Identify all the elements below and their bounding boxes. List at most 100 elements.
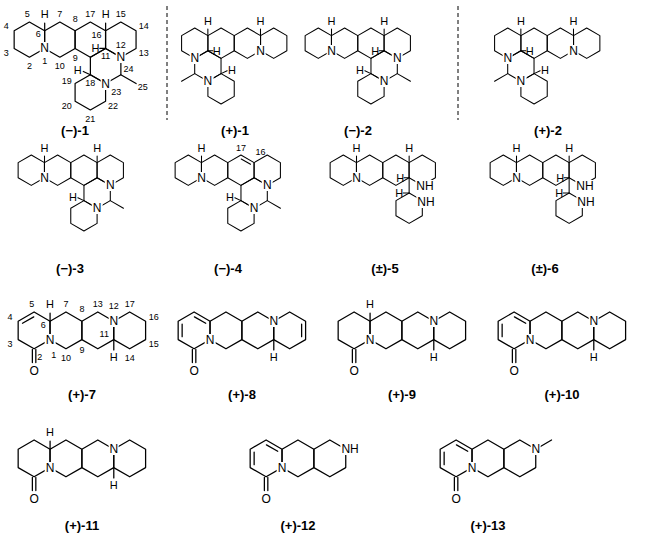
structure-5 bbox=[330, 155, 435, 223]
atom-label: O bbox=[260, 493, 271, 505]
hydrogen-label: H bbox=[69, 191, 77, 202]
atom-label: N bbox=[326, 45, 337, 57]
compound-label: (+)-8 bbox=[228, 388, 256, 401]
atom-label: O bbox=[348, 365, 359, 377]
atom-label: N bbox=[203, 75, 214, 87]
hydrogen-label: H bbox=[41, 143, 49, 154]
hydrogen-label: H bbox=[541, 64, 549, 75]
hydrogen-label: H bbox=[517, 16, 525, 27]
hydrogen-label: H bbox=[93, 143, 101, 154]
atom-label: N bbox=[428, 315, 439, 327]
hydrogen-label: H bbox=[46, 426, 54, 437]
locant-number: 21 bbox=[85, 114, 95, 123]
atom-label: N bbox=[392, 52, 403, 64]
hydrogen-label: H bbox=[102, 9, 110, 20]
hydrogen-label: H bbox=[228, 64, 236, 75]
compound-label: (+)-11 bbox=[65, 519, 99, 532]
atom-label: N bbox=[39, 42, 50, 54]
hydrogen-label: H bbox=[198, 143, 206, 154]
atom-label: O bbox=[28, 365, 39, 377]
compound-label: (±)-5 bbox=[371, 262, 398, 275]
locant-number: 1 bbox=[51, 350, 56, 359]
atom-label: N bbox=[45, 462, 56, 474]
atom-label: N bbox=[255, 45, 266, 57]
structure-11 bbox=[18, 440, 145, 491]
compound-label: (+)-7 bbox=[68, 388, 96, 401]
hydrogen-label: H bbox=[46, 298, 54, 309]
atom-label: N bbox=[189, 52, 200, 64]
locant-number: 11 bbox=[101, 52, 110, 61]
locant-number: 7 bbox=[57, 10, 62, 19]
hydrogen-label: H bbox=[526, 45, 534, 56]
locant-number: 16 bbox=[149, 312, 159, 321]
structure-7 bbox=[18, 312, 145, 363]
locant-number: 22 bbox=[108, 101, 118, 110]
locant-number: 17 bbox=[85, 10, 95, 19]
locant-number: 11 bbox=[100, 329, 109, 338]
locant-number: 8 bbox=[73, 14, 78, 23]
hydrogen-label: H bbox=[270, 351, 278, 362]
structure-2-minus bbox=[305, 28, 410, 104]
locant-number: 6 bbox=[41, 320, 46, 329]
hydrogen-label: H bbox=[91, 43, 99, 54]
structure-10 bbox=[498, 312, 625, 363]
structure-9 bbox=[338, 312, 465, 363]
atom-label: O bbox=[508, 365, 519, 377]
atom-label: N bbox=[568, 45, 579, 57]
locant-number: 10 bbox=[55, 62, 65, 71]
structure-6 bbox=[490, 155, 595, 223]
hydrogen-label: H bbox=[257, 16, 265, 27]
atom-label: NH bbox=[576, 196, 595, 208]
divider-line bbox=[458, 6, 459, 120]
locant-number: 8 bbox=[79, 304, 84, 313]
atom-label: N bbox=[205, 334, 216, 346]
atom-label: N bbox=[196, 172, 207, 184]
locant-number: 16 bbox=[255, 148, 265, 157]
atom-label: N bbox=[379, 75, 390, 87]
locant-number: 24 bbox=[123, 65, 133, 74]
hydrogen-label: H bbox=[110, 479, 118, 490]
divider-line bbox=[167, 6, 168, 120]
compound-label: (+)-1 bbox=[221, 124, 249, 137]
hydrogen-label: H bbox=[74, 65, 82, 76]
compound-label: (+)-9 bbox=[388, 388, 416, 401]
hydrogen-label: H bbox=[395, 188, 403, 199]
hydrogen-label: H bbox=[556, 172, 564, 183]
atom-label: NH bbox=[415, 180, 434, 192]
structure-3 bbox=[18, 155, 123, 231]
compound-label: (−)-4 bbox=[214, 262, 242, 275]
atom-label: N bbox=[516, 75, 527, 87]
atom-label: N bbox=[39, 172, 50, 184]
atom-label: N bbox=[502, 52, 513, 64]
compound-label: (−)-1 bbox=[61, 124, 89, 137]
locant-number: 5 bbox=[25, 10, 30, 19]
atom-label: N bbox=[105, 179, 116, 191]
locant-number: 18 bbox=[85, 78, 95, 87]
atom-label: NH bbox=[416, 196, 435, 208]
hydrogen-label: H bbox=[380, 16, 388, 27]
locant-number: 16 bbox=[91, 31, 101, 40]
hydrogen-label: H bbox=[430, 351, 438, 362]
locant-number: 15 bbox=[149, 340, 159, 349]
locant-number: 7 bbox=[63, 299, 68, 308]
atom-label: N bbox=[262, 179, 273, 191]
atom-label: O bbox=[188, 365, 199, 377]
structure-12 bbox=[250, 440, 346, 491]
locant-number: 17 bbox=[125, 299, 135, 308]
locant-number: 15 bbox=[116, 10, 126, 19]
hydrogen-label: H bbox=[328, 16, 336, 27]
locant-number: 4 bbox=[4, 22, 9, 31]
structure-1-minus bbox=[14, 22, 136, 110]
atom-label: O bbox=[28, 493, 39, 505]
atom-label: N bbox=[588, 315, 599, 327]
atom-label: NH bbox=[340, 443, 359, 455]
compound-label: (+)-12 bbox=[280, 519, 315, 532]
locant-number: 9 bbox=[73, 54, 78, 63]
locant-number: 5 bbox=[29, 299, 34, 308]
locant-number: 4 bbox=[7, 312, 12, 321]
hydrogen-label: H bbox=[356, 64, 364, 75]
atom-label: N bbox=[365, 334, 376, 346]
locant-number: 10 bbox=[61, 354, 71, 363]
atom-label: N bbox=[530, 443, 541, 455]
compound-label: (+)-2 bbox=[534, 124, 562, 137]
